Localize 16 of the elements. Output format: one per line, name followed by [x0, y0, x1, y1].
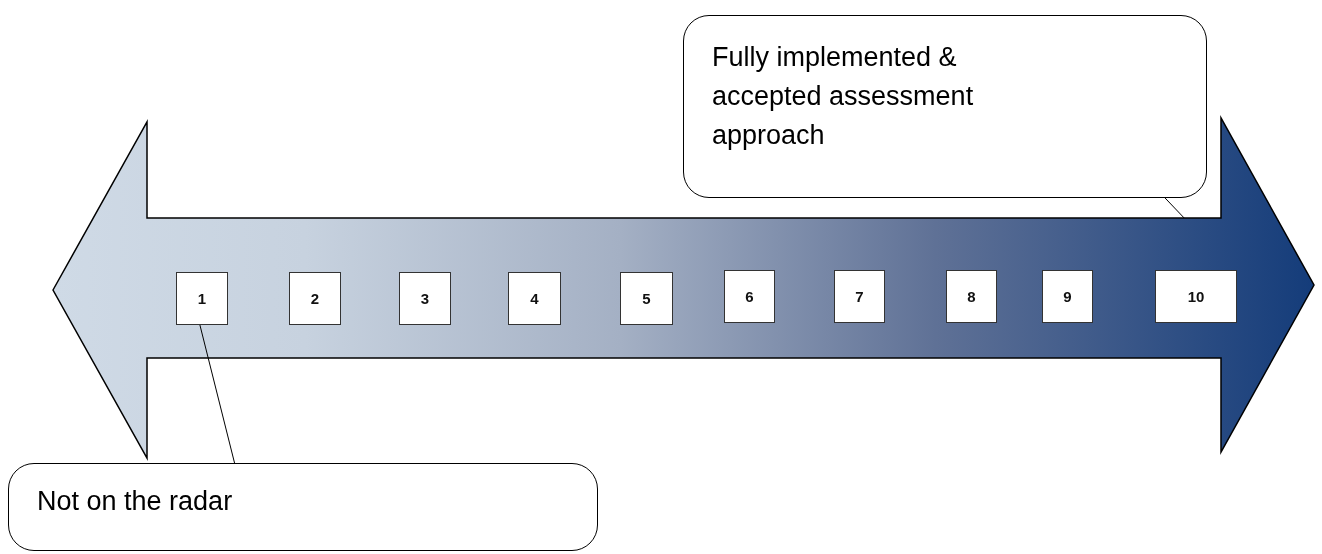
number-box: 5 — [620, 272, 673, 325]
number-box: 9 — [1042, 270, 1093, 323]
number-box: 6 — [724, 270, 775, 323]
leader-line — [199, 324, 236, 464]
callout-box — [683, 15, 1207, 198]
number-box: 1 — [176, 272, 228, 325]
callout-text: Not on the radar — [37, 485, 233, 518]
number-box: 3 — [399, 272, 451, 325]
number-box: 4 — [508, 272, 561, 325]
number-box: 8 — [946, 270, 997, 323]
number-box: 10 — [1155, 270, 1237, 323]
leader-line — [1164, 197, 1185, 219]
number-box: 7 — [834, 270, 885, 323]
number-box: 2 — [289, 272, 341, 325]
callout-box — [8, 463, 598, 551]
callout-text: Fully implemented & accepted assessment approach — [712, 41, 975, 152]
